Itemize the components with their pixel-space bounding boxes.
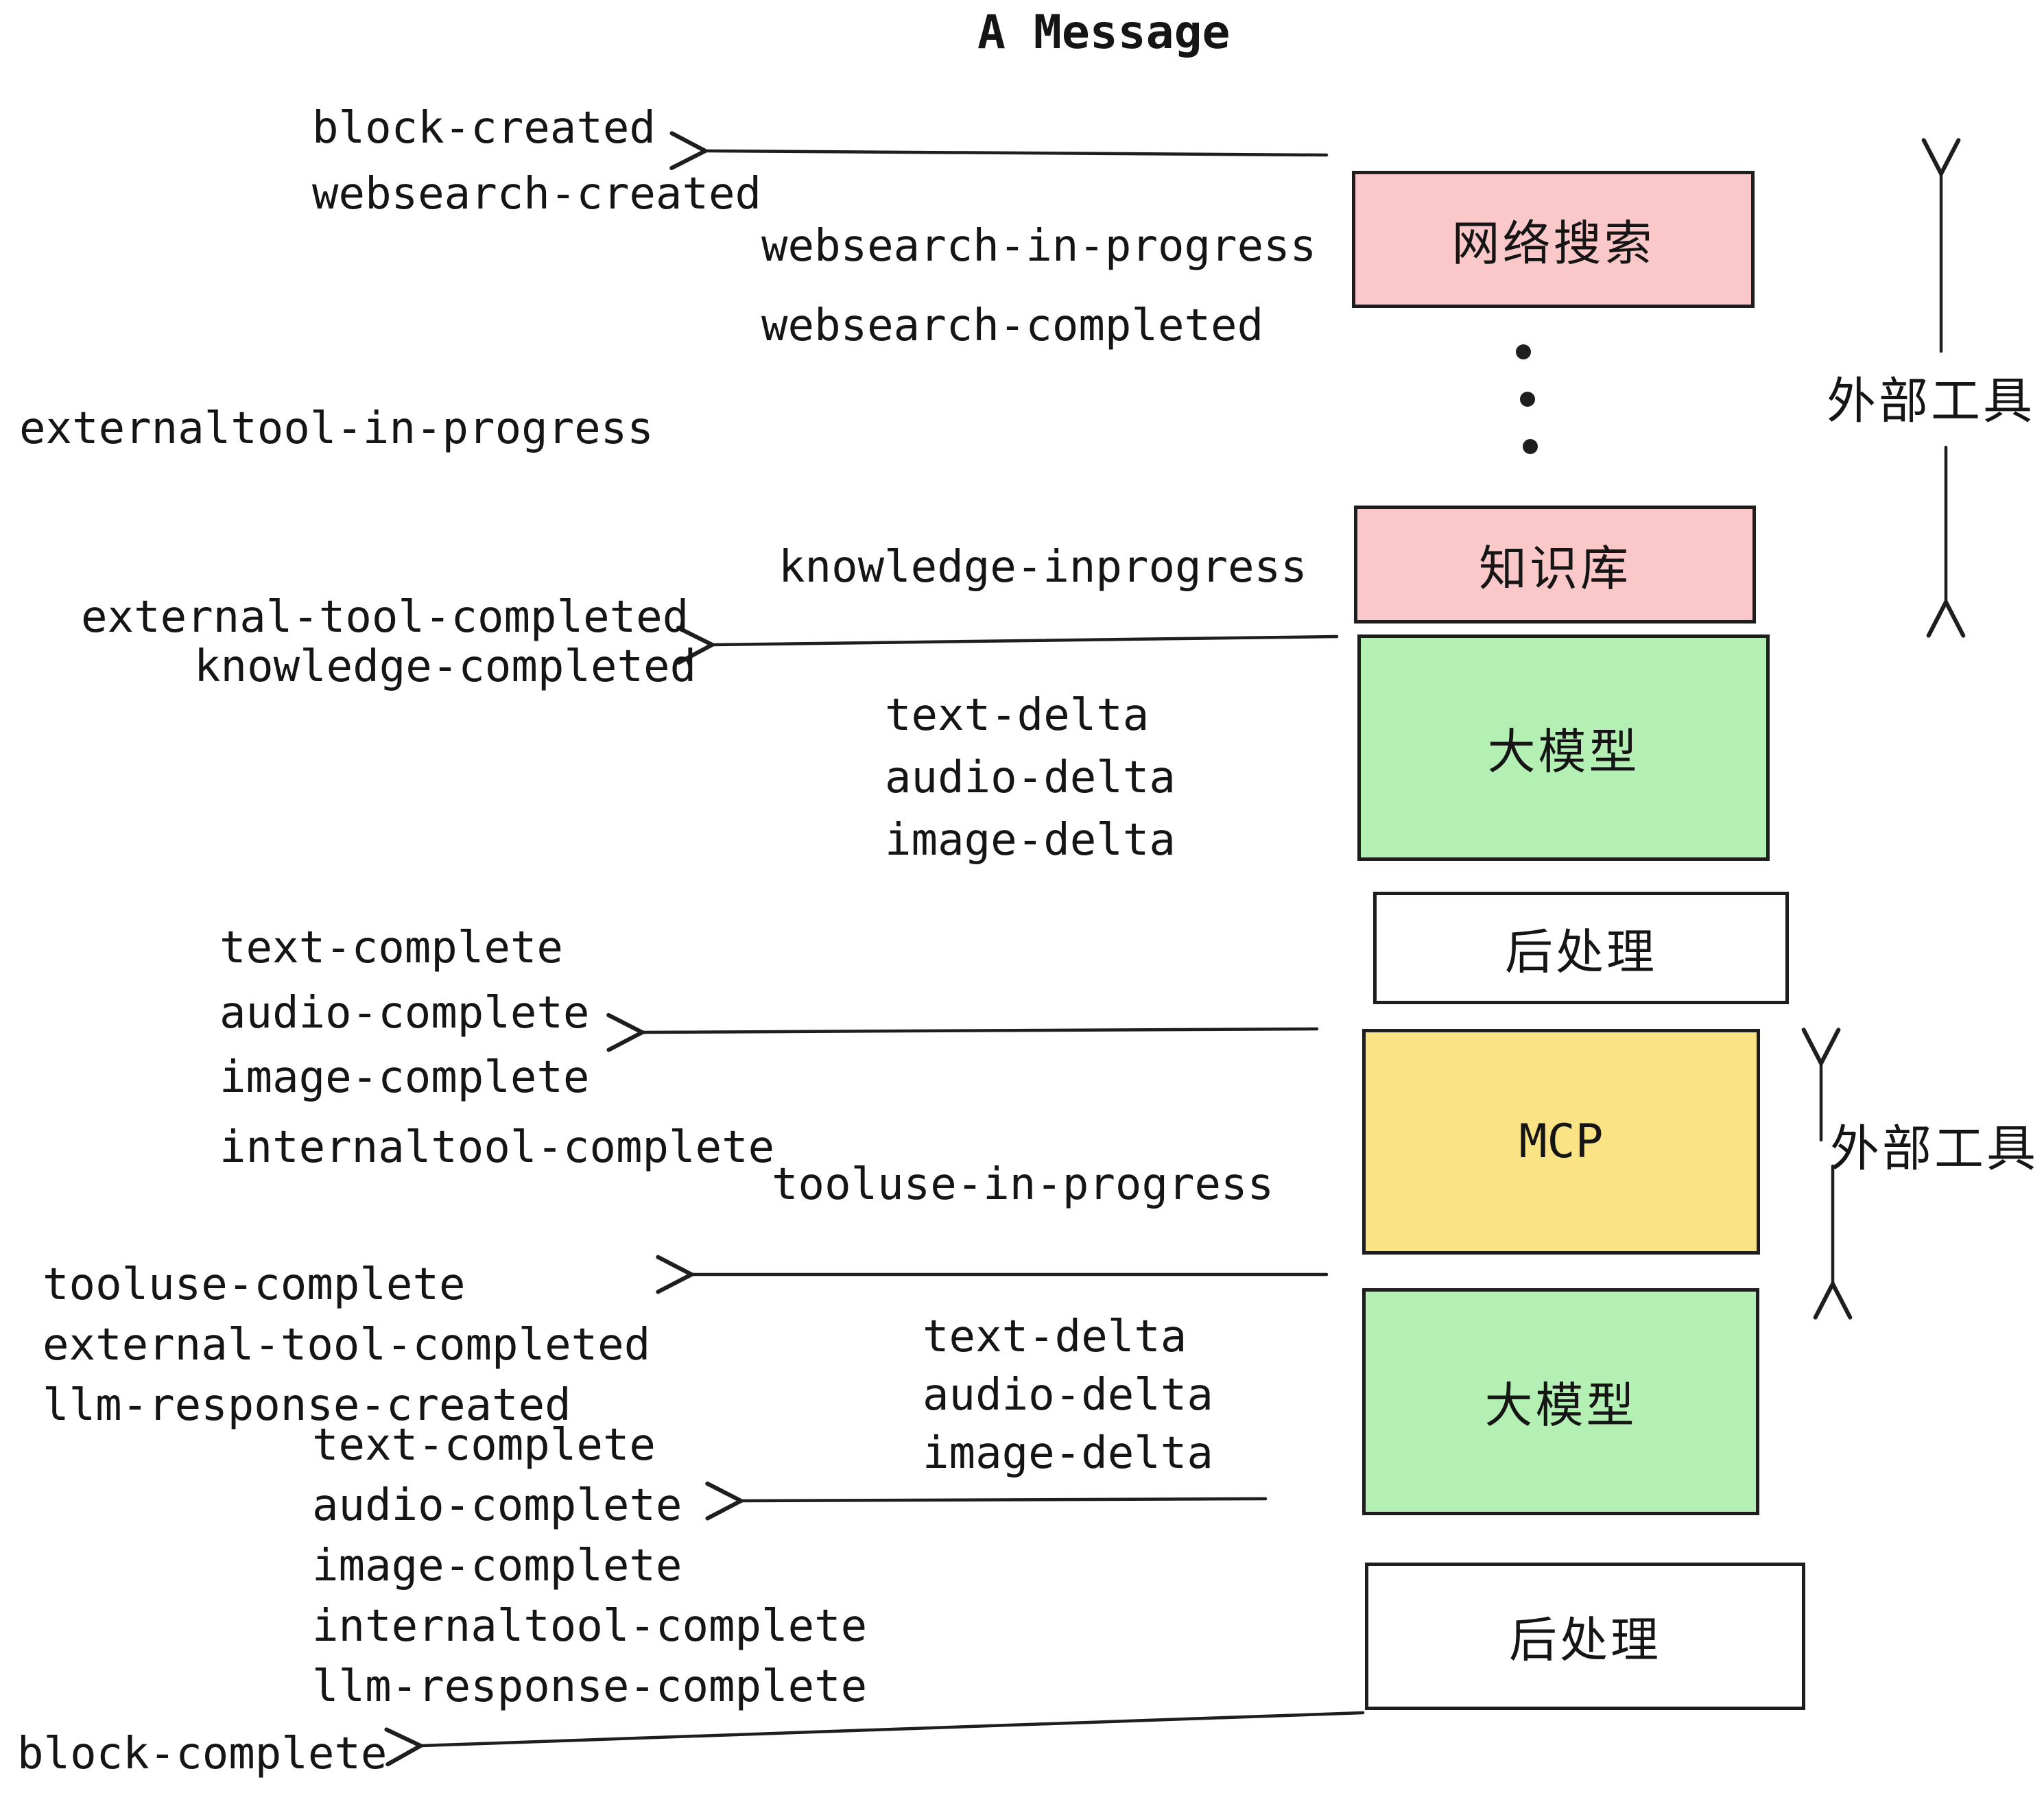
flow-arrow	[676, 626, 1339, 665]
flow-box-mcp: MCP	[1362, 1029, 1760, 1255]
event-label: block-created	[312, 103, 656, 154]
event-label: external-tool-completed	[43, 1320, 651, 1370]
flow-box-label-llm-2: 大模型	[1484, 1379, 1637, 1432]
event-label: tooluse-in-progress	[772, 1159, 1274, 1210]
flow-box-label-llm-1: 大模型	[1487, 724, 1640, 779]
external-tools-note: 外部工具	[1829, 1121, 2039, 1177]
flow-box-post-process-1: 后处理	[1373, 892, 1789, 1004]
flow-box-label-knowledge-base: 知识库	[1479, 541, 1631, 595]
flow-box-label-web-search: 网络搜索	[1451, 216, 1655, 270]
event-label: text-delta	[885, 690, 1150, 741]
ellipsis-dot-icon	[1520, 392, 1535, 407]
event-label: image-delta	[885, 815, 1176, 866]
ellipsis-dot-icon	[1523, 439, 1538, 454]
event-label: knowledge-inprogress	[779, 542, 1307, 593]
ellipsis-dot-icon	[1516, 344, 1531, 359]
diagram-title: A Message	[977, 5, 1231, 60]
event-label: externaltool-in-progress	[19, 403, 654, 454]
flow-arrow	[384, 1711, 1365, 1767]
flow-arrow	[606, 1012, 1319, 1052]
flow-box-label-post-process-2: 后处理	[1509, 1613, 1661, 1667]
flow-arrow	[669, 131, 1329, 171]
flow-box-post-process-2: 后处理	[1365, 1563, 1805, 1710]
event-label: text-complete	[219, 923, 563, 973]
event-label: audio-complete	[312, 1480, 682, 1531]
event-label: image-complete	[219, 1052, 590, 1103]
flow-box-label-mcp: MCP	[1519, 1115, 1604, 1169]
event-label: block-complete	[17, 1729, 388, 1779]
event-label: tooluse-complete	[43, 1259, 466, 1310]
flow-box-label-post-process-1: 后处理	[1505, 925, 1657, 979]
flow-box-knowledge-base: 知识库	[1354, 506, 1756, 624]
event-label: llm-response-complete	[312, 1661, 868, 1712]
event-label: websearch-in-progress	[761, 221, 1317, 272]
event-label: websearch-created	[312, 169, 762, 219]
flow-box-web-search: 网络搜索	[1352, 171, 1755, 308]
event-label: internaltool-complete	[219, 1122, 775, 1173]
event-label: external-tool-completed	[81, 592, 689, 643]
flow-box-llm-2: 大模型	[1362, 1288, 1759, 1515]
event-label: audio-complete	[219, 988, 590, 1039]
flow-arrow	[705, 1481, 1268, 1521]
event-label: internaltool-complete	[312, 1601, 868, 1652]
event-label: text-complete	[312, 1420, 656, 1471]
flow-box-llm-1: 大模型	[1357, 634, 1770, 861]
external-tools-note: 外部工具	[1826, 374, 2036, 429]
event-label: knowledge-completed	[194, 641, 697, 692]
event-label: llm-response-created	[43, 1380, 571, 1431]
event-label: text-delta	[923, 1312, 1187, 1362]
event-label: image-delta	[923, 1428, 1213, 1479]
event-label: audio-delta	[885, 752, 1176, 803]
event-label: image-complete	[312, 1541, 682, 1591]
event-label: websearch-completed	[761, 300, 1264, 351]
event-label: audio-delta	[923, 1370, 1213, 1421]
